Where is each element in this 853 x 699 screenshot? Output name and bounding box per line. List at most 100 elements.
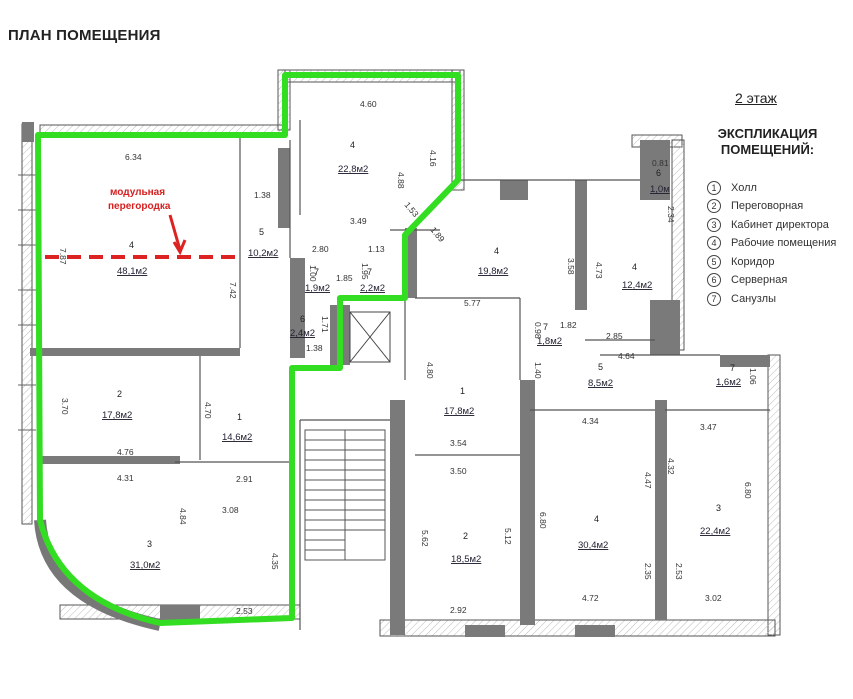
room-area: 2,2м2 [360,283,385,294]
room-number: 6 [300,314,305,324]
dim-label: 2.91 [236,474,253,484]
dim-label: 3.58 [566,258,576,275]
room-number: 7 [543,322,548,332]
dim-label: 1.00 [308,265,318,282]
highlighted-area-outline [35,72,461,626]
room-number: 4 [632,262,637,272]
room-number: 2 [463,531,468,541]
room-area: 48,1м2 [117,266,147,277]
legend-label: Серверная [731,274,788,286]
room-area: 22,4м2 [700,526,730,537]
dim-label: 1.82 [560,320,577,330]
dim-label: 2.35 [643,563,653,580]
room-area: 17,8м2 [444,406,474,417]
dim-label: 1.40 [533,362,543,379]
partition-arrow [168,214,187,256]
elevator-shaft [349,311,391,363]
dim-label: 3.54 [450,438,467,448]
room-number: 3 [716,503,721,513]
room-number: 5 [598,362,603,372]
legend-title-line2: ПОМЕЩЕНИЙ: [720,142,815,157]
wall-blocks [22,122,770,637]
dim-label: 5.62 [420,530,430,547]
dim-label: 3.49 [350,216,367,226]
legend-label: Санузлы [731,293,777,305]
legend-title: ЭКСПЛИКАЦИЯ ПОМЕЩЕНИЙ: [700,126,835,158]
dim-label: 1.85 [336,273,353,283]
dim-label: 1.13 [368,244,385,254]
room-number: 4 [350,140,355,150]
dim-label: 4.34 [582,416,599,426]
dim-label: 1.71 [320,316,330,333]
room-number: 5 [259,227,264,237]
room-area: 31,0м2 [130,560,160,571]
dim-label: 4.88 [396,172,406,189]
room-area: 2,4м2 [290,328,315,339]
room-area: 19,8м2 [478,266,508,277]
dim-label: 4.80 [425,362,435,379]
annotation-line1: модульная [110,187,165,198]
legend-label: Коридор [731,256,775,268]
dim-label: 4.60 [360,99,377,109]
legend-num: 3 [707,218,721,232]
dim-label: 1.38 [254,190,271,200]
dim-label: 3.50 [450,466,467,476]
room-area: 1,0м [650,184,670,195]
annotation-line2: перегородка [108,201,171,212]
room-area: 12,4м2 [622,280,652,291]
dim-label: 4.32 [666,458,676,475]
dim-label: 4.70 [203,402,213,419]
dim-label: 7.87 [58,248,68,265]
room-area: 22,8м2 [338,164,368,175]
dim-label: 1.53 [402,200,420,219]
dim-label: 1.38 [306,343,323,353]
dim-label: 4.73 [594,262,604,279]
dim-label: 4.47 [643,472,653,489]
legend-item: 1 Холл [707,181,757,195]
dim-label: 4.76 [117,447,134,457]
dim-label: 3.08 [222,505,239,515]
legend-label: Кабинет директора [731,219,829,231]
room-number: 4 [494,246,499,256]
room-area: 8,5м2 [588,378,613,389]
legend-num: 5 [707,255,721,269]
legend-label: Переговорная [731,200,804,212]
room-number: 7 [367,267,372,277]
dim-label: 6.80 [538,512,548,529]
dim-label: 5.12 [503,528,513,545]
dim-label: 3.02 [705,593,722,603]
legend-num: 2 [707,199,721,213]
room-area: 14,6м2 [222,432,252,443]
legend-num: 7 [707,292,721,306]
legend-label: Рабочие помещения [731,237,837,249]
dim-label: 4.16 [428,150,438,167]
room-area: 1,9м2 [305,283,330,294]
dim-label: 2.34 [666,206,676,223]
dim-label: 4.84 [178,508,188,525]
room-number: 7 [314,267,319,277]
dim-label: 0.81 [652,158,669,168]
dim-label: 2.85 [606,331,623,341]
room-area: 10,2м2 [248,248,278,259]
dim-label: 4.72 [582,593,599,603]
dim-label: 4.35 [270,553,280,570]
dim-label: 1.06 [748,368,758,385]
dim-label: 2.53 [674,563,684,580]
dim-label: 6.80 [743,482,753,499]
room-area: 1,8м2 [537,336,562,347]
legend-item: 3 Кабинет директора [707,218,829,232]
room-number: 4 [594,514,599,524]
dim-label: 2.80 [312,244,329,254]
dim-label: 3.47 [700,422,717,432]
dim-label: 3.70 [60,398,70,415]
dim-label: 4.64 [618,351,635,361]
interior-lines [175,120,770,630]
room-labels: 4 22,8м2 4 48,1м2 5 10,2м2 7 1,9м2 7 2,2… [102,140,741,571]
legend-label: Холл [731,182,757,194]
legend-num: 1 [707,181,721,195]
room-number: 4 [129,240,134,250]
room-number: 1 [237,412,242,422]
